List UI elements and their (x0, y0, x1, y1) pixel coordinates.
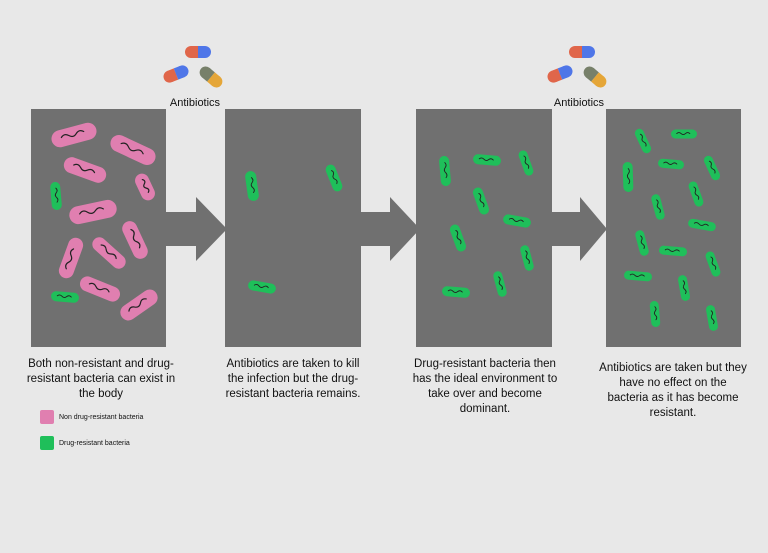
antibiotic-pills-icon-1 (163, 46, 223, 88)
pill-capsule-3 (199, 66, 223, 88)
caption-stage-4: Antibiotics are taken but they have no e… (599, 362, 747, 419)
pill-capsule-3 (583, 66, 607, 88)
resistant-bacterium-icon (703, 155, 721, 181)
arrow-right-icon-2 (360, 197, 420, 261)
non-resistant-bacterium-icon (58, 237, 84, 279)
resistant-bacterium-icon (325, 164, 343, 192)
resistant-bacterium-icon (493, 271, 507, 297)
resistant-bacterium-icon (659, 245, 687, 257)
panel-background (416, 109, 552, 347)
panel-background (225, 109, 361, 347)
resistant-bacterium-icon (520, 245, 534, 271)
resistant-bacterium-icon (671, 129, 697, 139)
pill-capsule-2 (547, 65, 573, 83)
caption-stage-2: Antibiotics are taken to kill the infect… (225, 358, 361, 400)
antibiotic-pills-icon-2 (547, 46, 607, 88)
resistant-bacterium-icon (705, 251, 721, 277)
legend-item-resistant: Drug-resistant bacteria (40, 436, 130, 450)
legend-swatch-non-resistant (40, 410, 54, 424)
resistant-bacterium-icon (706, 305, 718, 331)
resistant-bacterium-icon (439, 156, 451, 186)
resistant-bacterium-icon (634, 128, 652, 154)
legend-label-resistant: Drug-resistant bacteria (59, 439, 130, 447)
resistant-bacterium-icon (248, 280, 276, 294)
non-resistant-bacterium-icon (135, 173, 155, 201)
resistant-bacterium-icon (518, 150, 534, 176)
antibiotics-label-2: Antibiotics (553, 97, 605, 109)
legend-item-non-resistant: Non drug-resistant bacteria (40, 410, 143, 424)
non-resistant-bacterium-icon (69, 199, 117, 225)
resistant-bacterium-icon (50, 182, 62, 210)
non-resistant-bacterium-icon (122, 221, 148, 259)
resistant-bacterium-icon (649, 301, 661, 327)
resistant-bacterium-icon (472, 187, 490, 215)
stage-panel-1 (31, 109, 166, 347)
non-resistant-bacterium-icon (92, 237, 126, 269)
resistant-bacterium-icon (624, 270, 652, 282)
resistant-bacterium-icon (473, 154, 501, 166)
resistant-bacterium-icon (622, 162, 634, 192)
resistant-bacterium-icon (449, 224, 467, 252)
legend-swatch-resistant (40, 436, 54, 450)
panel-background (31, 109, 166, 347)
stage-panel-3 (416, 109, 552, 347)
resistant-bacterium-icon (635, 230, 649, 256)
stage-panel-2 (225, 109, 361, 347)
non-resistant-bacterium-icon (120, 289, 158, 321)
caption-stage-3: Drug-resistant bacteria then has the ide… (412, 358, 558, 415)
non-resistant-bacterium-icon (110, 134, 156, 166)
non-resistant-bacterium-icon (51, 122, 97, 148)
pill-capsule-1 (569, 46, 595, 58)
resistant-bacterium-icon (442, 286, 470, 298)
resistant-bacterium-icon (658, 158, 684, 170)
non-resistant-bacterium-icon (63, 157, 107, 183)
resistant-bacterium-icon (688, 181, 704, 207)
pill-capsule-2 (163, 65, 189, 83)
stage-panel-4 (606, 109, 741, 347)
resistant-bacterium-icon (51, 291, 79, 303)
resistant-bacterium-icon (245, 171, 259, 201)
resistant-bacterium-icon (688, 218, 716, 232)
arrow-right-icon-3 (551, 197, 607, 261)
non-resistant-bacterium-icon (79, 276, 121, 302)
panel-background (606, 109, 741, 347)
legend-label-non-resistant: Non drug-resistant bacteria (59, 413, 144, 421)
resistant-bacterium-icon (651, 194, 665, 220)
resistant-bacterium-icon (678, 275, 690, 301)
arrow-right-icon-1 (165, 197, 227, 261)
caption-stage-1: Both non-resistant and drug-resistant ba… (26, 358, 176, 400)
resistant-bacterium-icon (503, 214, 531, 228)
pill-capsule-1 (185, 46, 211, 58)
antibiotics-label-1: Antibiotics (169, 97, 221, 109)
